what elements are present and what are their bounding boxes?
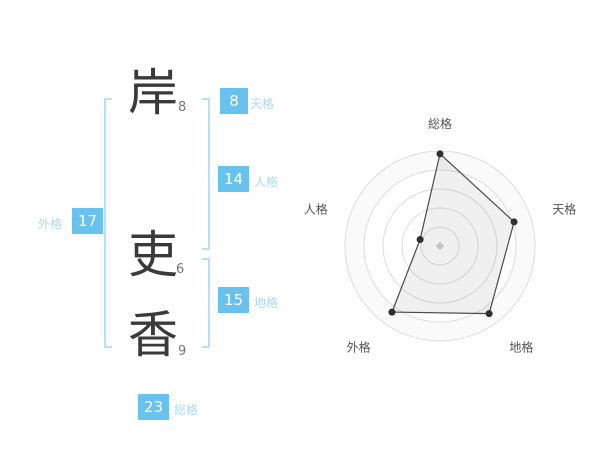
radar-axis-label: 地格 xyxy=(509,340,533,355)
jinkaku-bracket xyxy=(202,98,210,250)
name-char-1: 岸 xyxy=(128,64,178,122)
jinkaku-label: 人格 xyxy=(254,175,279,189)
jinkaku-badge: 14 xyxy=(218,166,250,192)
chikaku-bracket xyxy=(202,258,210,348)
gaikaku-label: 外格 xyxy=(38,217,63,231)
radar-axis-label: 外格 xyxy=(347,340,371,355)
stroke-count-1: 8 xyxy=(178,100,187,115)
gaikaku-bracket xyxy=(104,98,112,348)
fortune-radar-chart: 総格天格地格 外格 人格 xyxy=(295,116,595,376)
radar-axis-label: 総格 xyxy=(428,116,452,131)
radar-axis-label: 人格 xyxy=(304,202,328,217)
stroke-count-2: 6 xyxy=(176,262,185,277)
name-char-2: 吏 xyxy=(128,226,178,284)
stroke-count-3: 9 xyxy=(178,344,187,359)
soukaku-badge: 23 xyxy=(138,394,170,420)
name-char-3: 香 xyxy=(128,306,178,364)
gaikaku-badge: 17 xyxy=(72,208,104,234)
chikaku-label: 地格 xyxy=(254,296,279,310)
soukaku-label: 総格 xyxy=(174,403,199,417)
radar-axis-label: 天格 xyxy=(552,202,576,217)
tenkaku-label: 天格 xyxy=(250,97,275,111)
chikaku-badge: 15 xyxy=(218,287,250,313)
tenkaku-badge: 8 xyxy=(220,88,248,114)
